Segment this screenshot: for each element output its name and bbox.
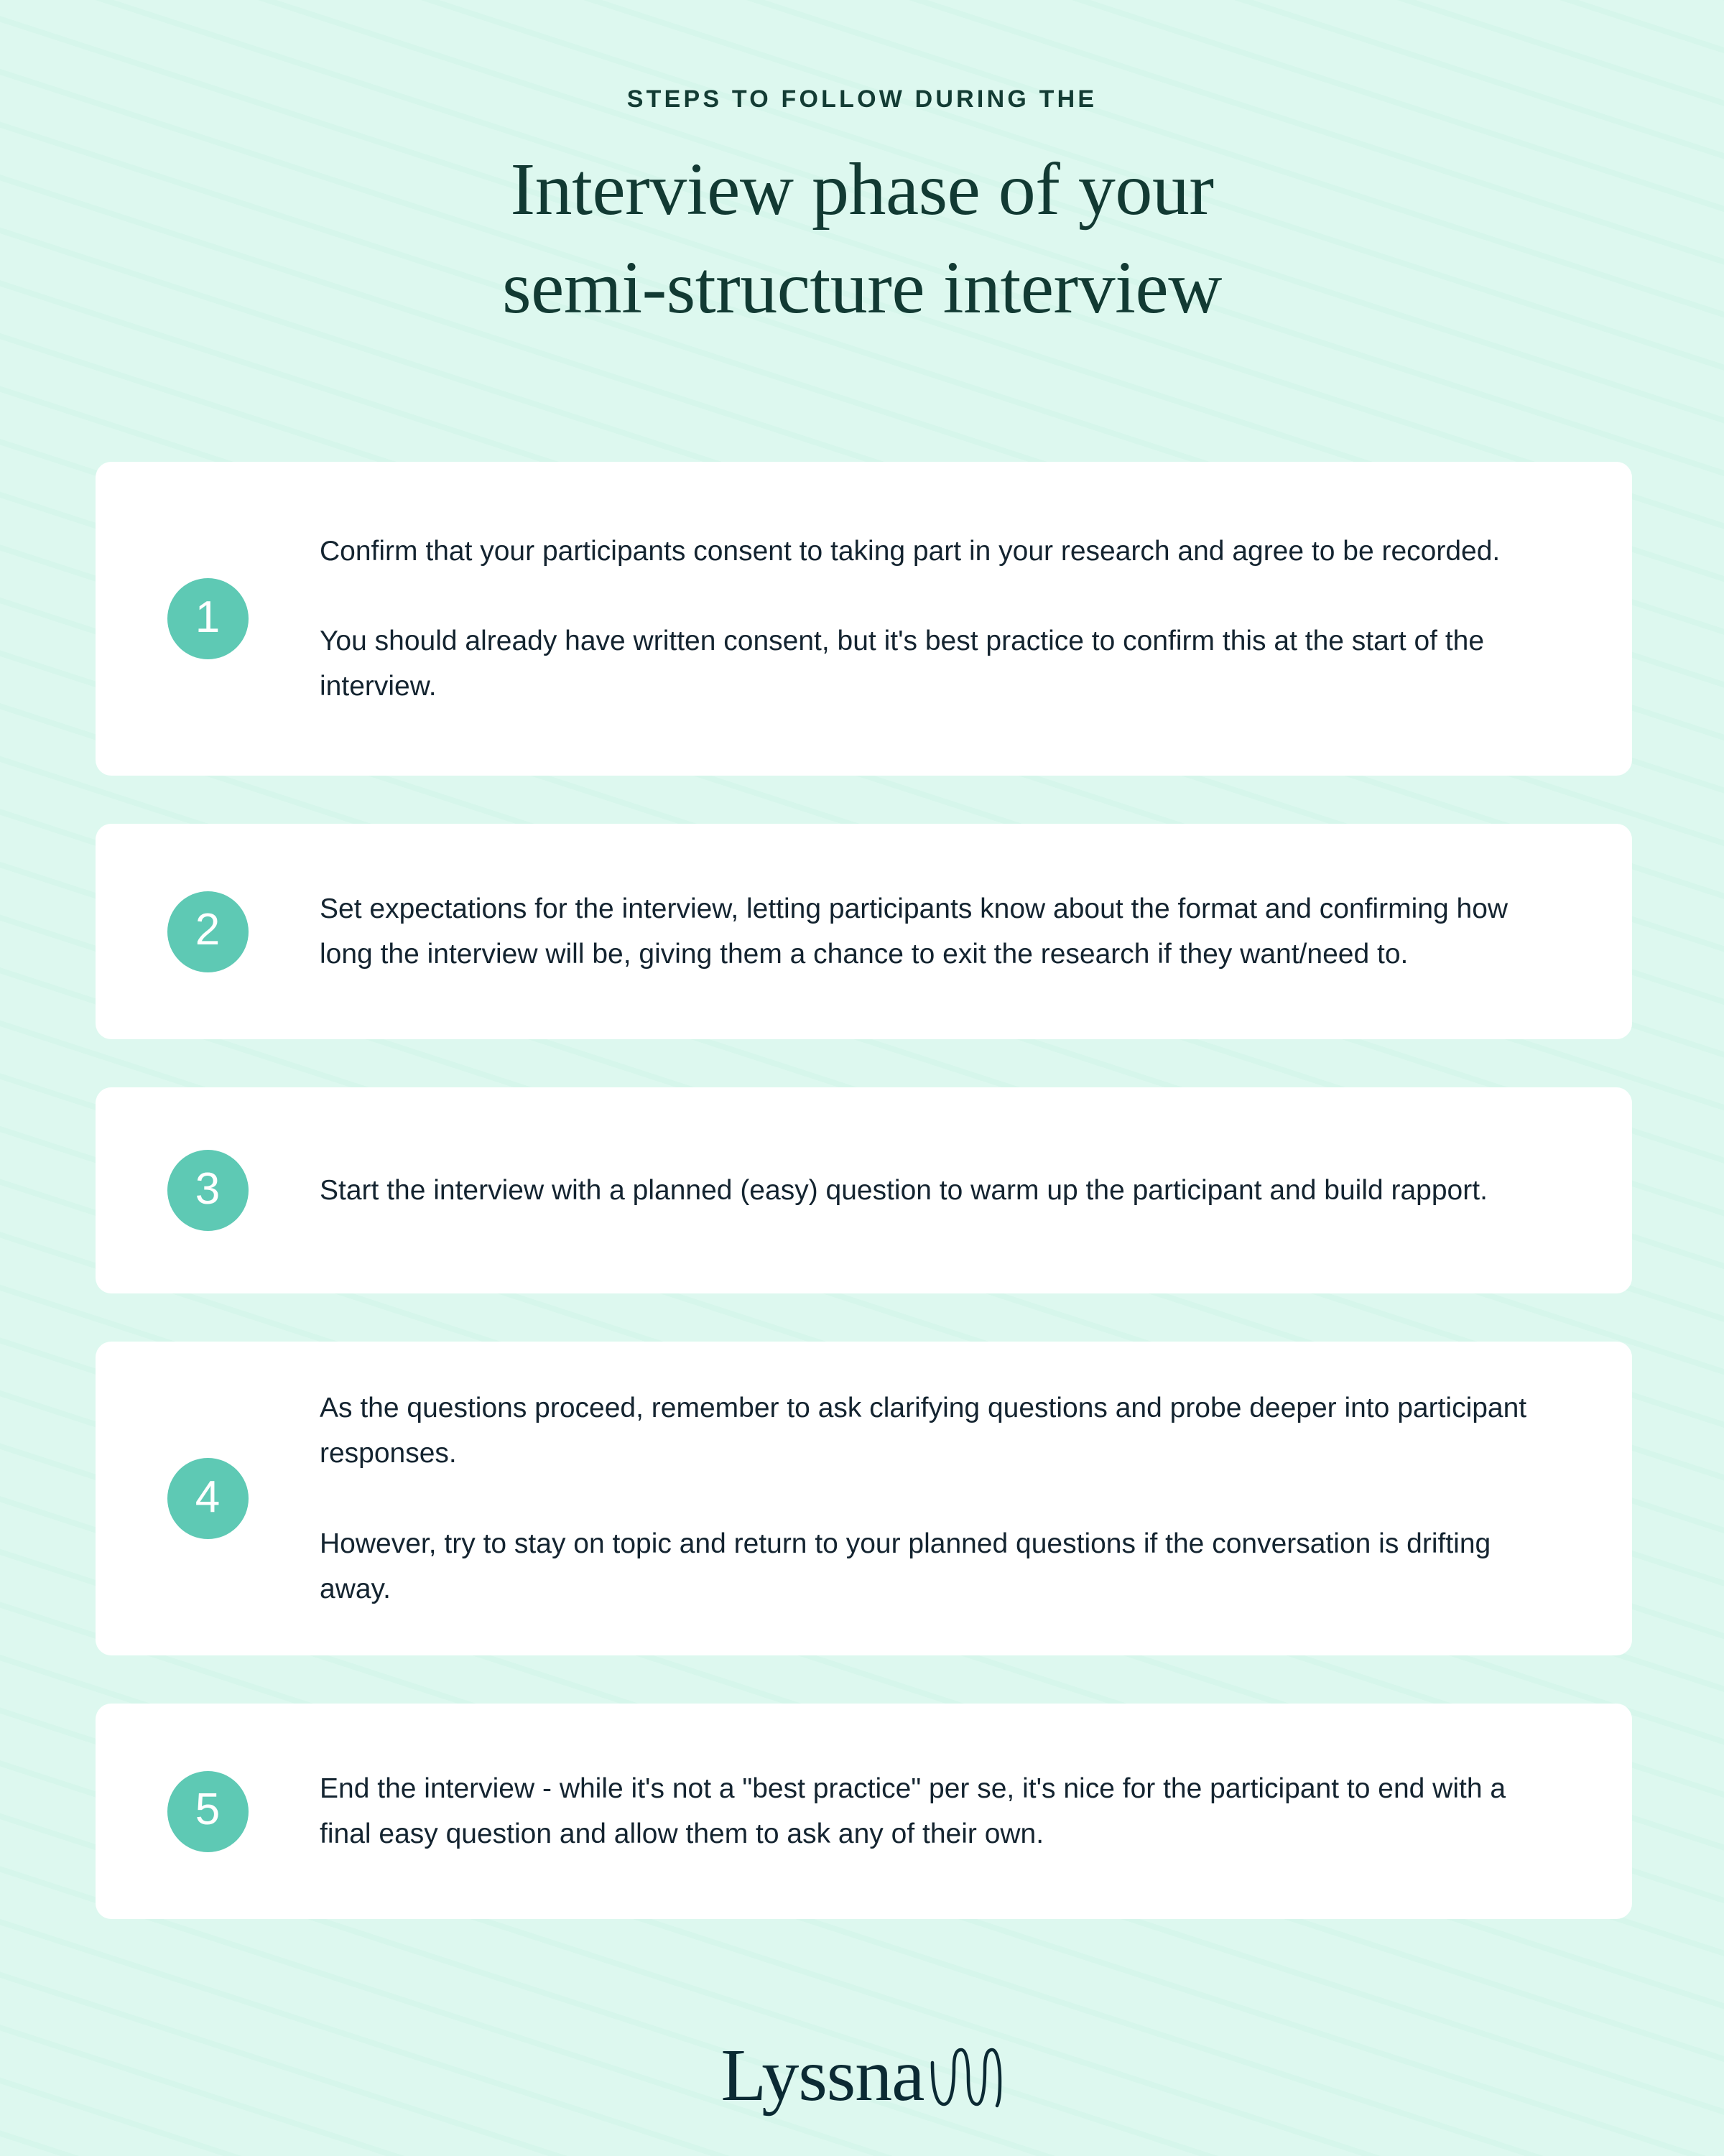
- eyebrow-label: STEPS TO FOLLOW DURING THE: [626, 85, 1098, 113]
- step-body: Confirm that your participants consent t…: [320, 462, 1632, 776]
- step-card: 4 As the questions proceed, remember to …: [96, 1342, 1632, 1655]
- steps-list: 1 Confirm that your participants consent…: [96, 462, 1632, 1919]
- page-title-line-1: Interview phase of your: [510, 147, 1214, 231]
- step-body: End the interview - while it's not a "be…: [320, 1704, 1632, 1919]
- step-body: As the questions proceed, remember to as…: [320, 1342, 1632, 1655]
- step-card: 5 End the interview - while it's not a "…: [96, 1704, 1632, 1919]
- step-paragraph: Confirm that your participants consent t…: [320, 535, 1501, 567]
- page-title-line-2: semi-structure interview: [502, 246, 1222, 330]
- step-paragraph: However, try to stay on topic and return…: [320, 1528, 1491, 1604]
- step-number-badge: 3: [167, 1150, 249, 1231]
- step-card: 3 Start the interview with a planned (ea…: [96, 1087, 1632, 1293]
- step-paragraph: Start the interview with a planned (easy…: [320, 1174, 1488, 1206]
- step-card: 2 Set expectations for the interview, le…: [96, 824, 1632, 1039]
- page-title: Interview phase of your semi-structure i…: [0, 140, 1724, 338]
- logo-wordmark: Lyssna: [720, 2034, 925, 2116]
- step-number-badge: 4: [167, 1458, 249, 1539]
- step-badge-wrap: 3: [96, 1087, 320, 1293]
- step-paragraph: As the questions proceed, remember to as…: [320, 1393, 1527, 1469]
- step-body: Start the interview with a planned (easy…: [320, 1087, 1632, 1293]
- step-badge-wrap: 1: [96, 462, 320, 776]
- lyssna-logo: Lyssna: [721, 2038, 1004, 2113]
- step-badge-wrap: 5: [96, 1704, 320, 1919]
- step-paragraph: You should already have written consent,…: [320, 625, 1485, 702]
- step-paragraph: End the interview - while it's not a "be…: [320, 1772, 1506, 1849]
- three-loop-squiggle-icon: [931, 2048, 1002, 2108]
- step-number-badge: 2: [167, 891, 249, 972]
- header: STEPS TO FOLLOW DURING THE Interview pha…: [0, 85, 1724, 337]
- step-number-badge: 1: [167, 578, 249, 659]
- step-number-badge: 5: [167, 1770, 249, 1852]
- step-card: 1 Confirm that your participants consent…: [96, 462, 1632, 776]
- step-badge-wrap: 4: [96, 1342, 320, 1655]
- step-body: Set expectations for the interview, lett…: [320, 824, 1632, 1039]
- footer: Lyssna: [0, 2038, 1724, 2113]
- step-paragraph: Set expectations for the interview, lett…: [320, 893, 1508, 970]
- step-badge-wrap: 2: [96, 824, 320, 1039]
